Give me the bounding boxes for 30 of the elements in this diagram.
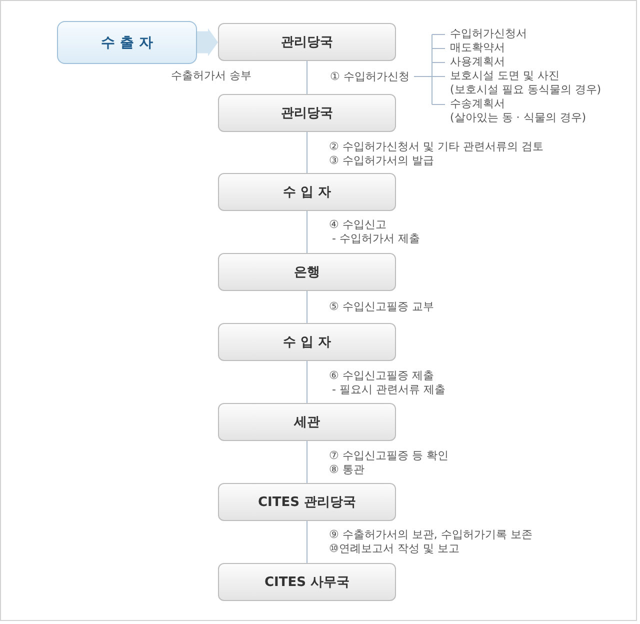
edge-label: ⑥ 수입신고필증 제출 - 필요시 관련서류 제출 [329,369,446,397]
process-box: 수 입 자 [218,173,396,211]
connector-line [306,360,308,404]
edge-label: ② 수입허가신청서 및 기타 관련서류의 검토 ③ 수입허가서의 발급 [329,140,544,168]
edge-label: ⑨ 수출허가서의 보관, 수입허가기록 보존 ⑩연례보고서 작성 및 보고 [329,528,532,556]
list-item: 수송계획서 (살아있는 동 · 식물의 경우) [450,97,586,125]
connector-line [306,290,308,324]
edge-label: ⑤ 수입신고필증 교부 [329,300,434,314]
list-item: 매도확약서 [450,41,505,55]
edge-label: ① 수입허가신청 [330,70,410,84]
process-box: CITES 관리당국 [218,483,396,521]
connector-line [306,440,308,484]
list-item: 수입허가신청서 [450,27,527,41]
list-item: 보호시설 도면 및 사진 (보호시설 필요 동식물의 경우) [450,69,602,97]
edge-label: 수출허가서 송부 [171,69,252,83]
connector-line [306,520,308,564]
list-item: 사용계획서 [450,55,505,69]
connector-line [306,210,308,254]
process-box: 은행 [218,253,396,291]
block-arrow [197,28,218,56]
process-box: 관리당국 [218,23,396,61]
start-box: 수 출 자 [57,21,197,64]
connector-line [306,132,308,174]
process-box: 수 입 자 [218,323,396,361]
edge-label: ⑦ 수입신고필증 등 확인 ⑧ 통관 [329,449,448,477]
process-box: CITES 사무국 [218,563,396,601]
connector-line [306,60,308,94]
edge-label: ④ 수입신고 - 수입허가서 제출 [329,218,420,246]
process-box: 관리당국 [218,94,396,132]
process-box: 세관 [218,403,396,441]
